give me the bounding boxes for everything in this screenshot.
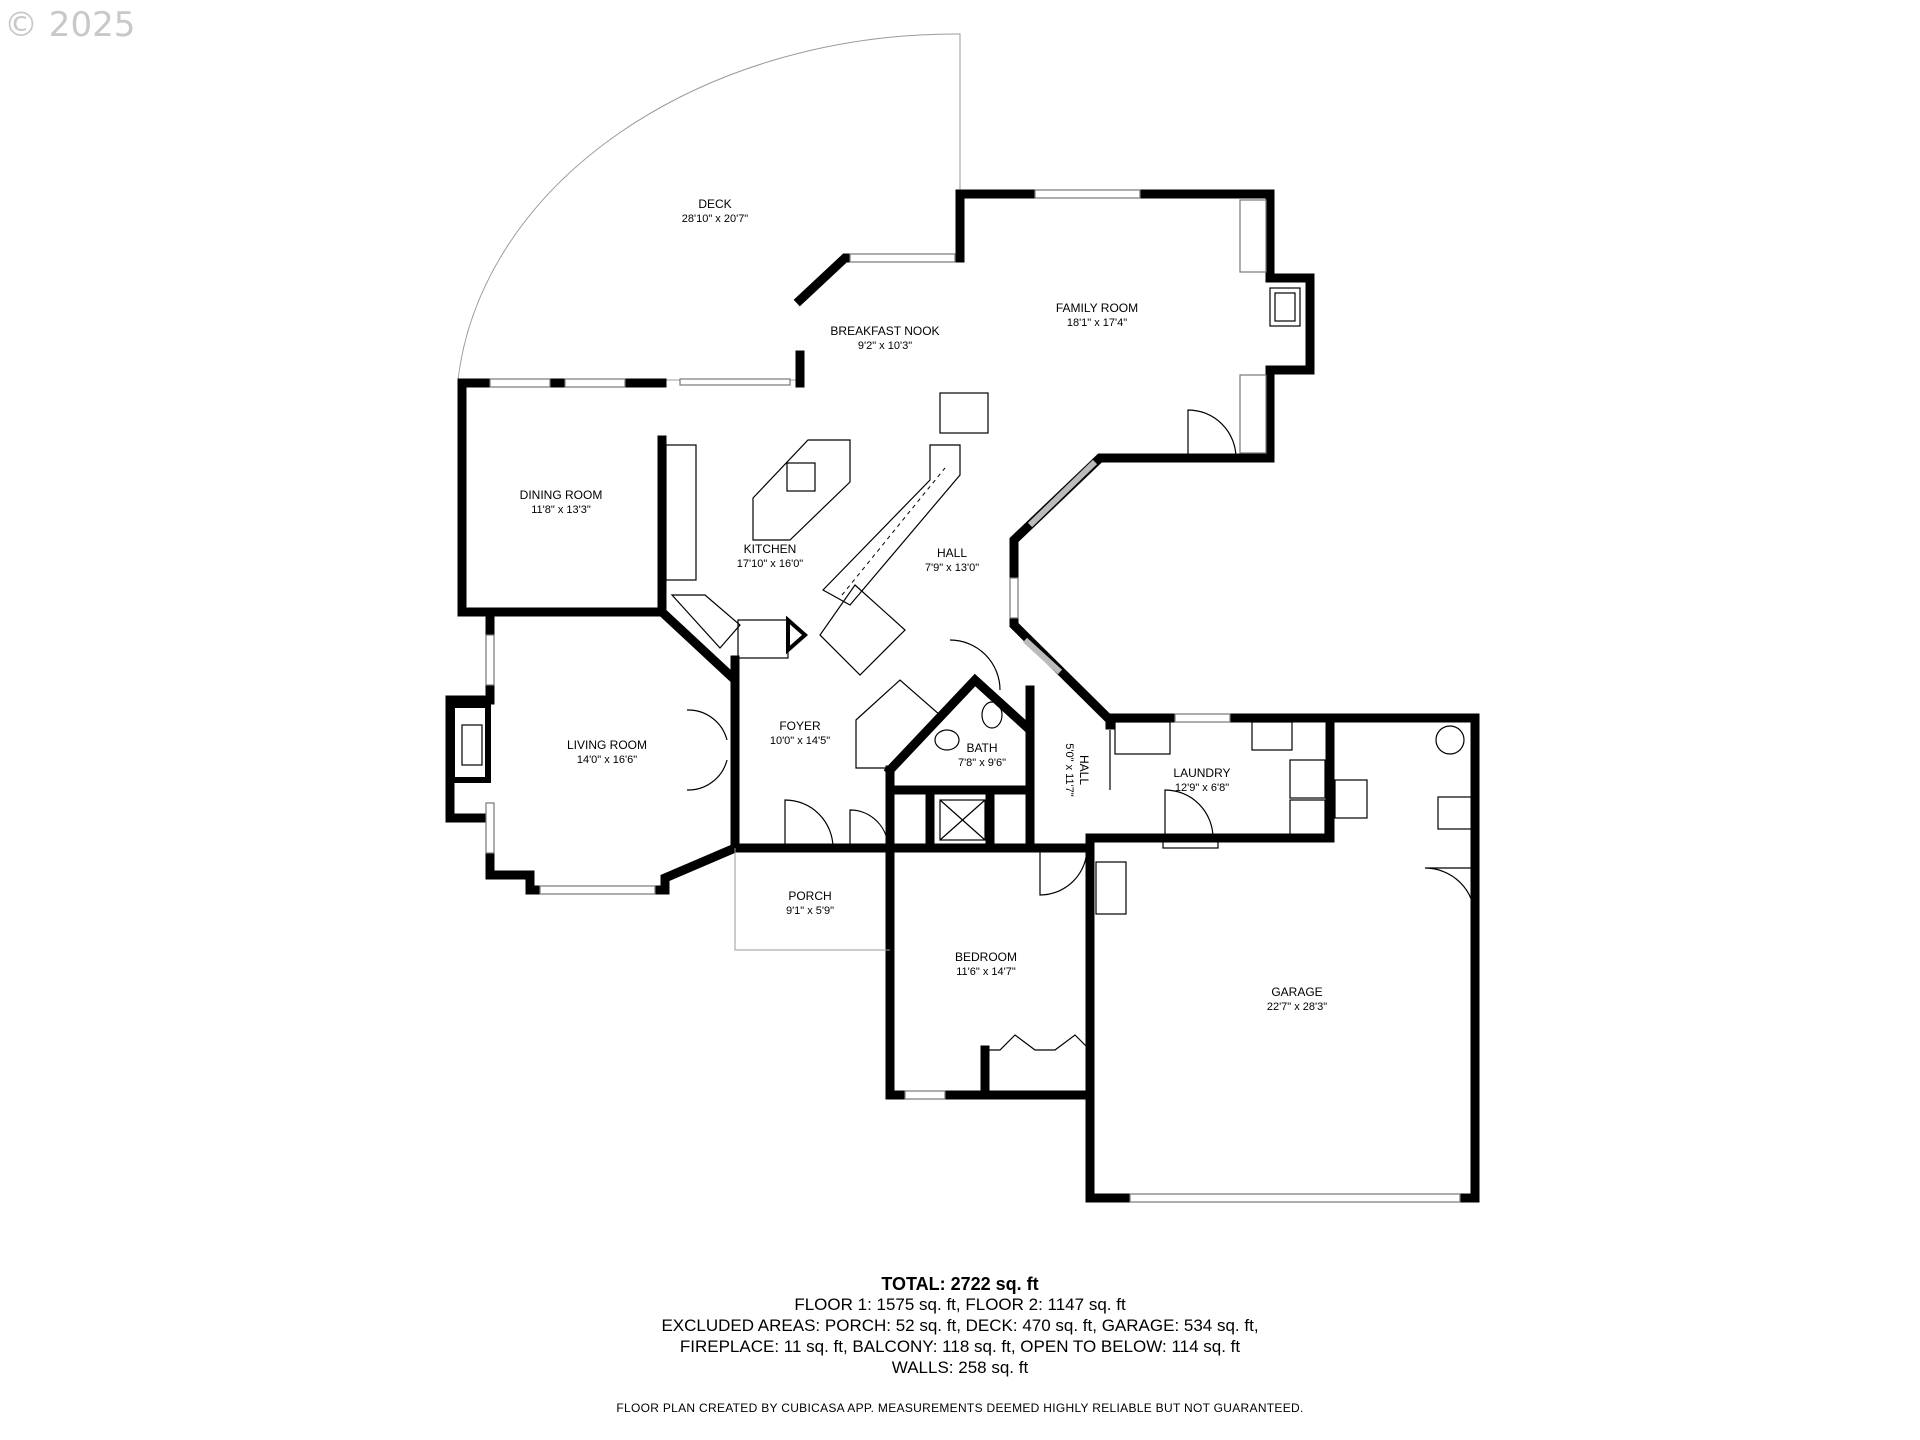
room-dimensions: 9'1" x 5'9" [786, 905, 834, 917]
room-dimensions: 7'8" x 9'6" [958, 757, 1006, 769]
room-dimensions: 9'2" x 10'3" [858, 340, 912, 352]
room-dimensions: 28'10" x 20'7" [682, 213, 749, 225]
room-label-living-room: LIVING ROOM 14'0" x 16'6" [567, 738, 647, 766]
room-dimensions: 22'7" x 28'3" [1267, 1001, 1327, 1013]
room-dimensions: 17'10" x 16'0" [737, 558, 804, 570]
room-name: HALL [1077, 755, 1091, 785]
room-dimensions: 18'1" x 17'4" [1067, 317, 1127, 329]
walls-area: WALLS: 258 sq. ft [891, 1358, 1029, 1377]
room-label-bedroom: BEDROOM 11'6" x 14'7" [955, 950, 1017, 978]
room-label-garage: GARAGE 22'7" x 28'3" [1267, 985, 1327, 1013]
room-name: FAMILY ROOM [1056, 301, 1138, 315]
room-dimensions: 11'8" x 13'3" [531, 504, 591, 516]
room-dimensions: 5'0" x 11'7" [1063, 743, 1075, 796]
room-label-dining-room: DINING ROOM 11'8" x 13'3" [520, 488, 603, 516]
total-area: TOTAL: 2722 sq. ft [881, 1274, 1039, 1294]
room-label-hall-2: HALL 5'0" x 11'7" [1063, 743, 1091, 796]
room-label-breakfast-nook: BREAKFAST NOOK 9'2" x 10'3" [830, 324, 939, 352]
room-name: LIVING ROOM [567, 738, 647, 752]
room-name: PORCH [788, 889, 831, 903]
room-name: HALL [937, 546, 967, 560]
room-name: GARAGE [1271, 985, 1322, 999]
room-name: KITCHEN [744, 542, 797, 556]
room-name: BEDROOM [955, 950, 1017, 964]
floor-areas: FLOOR 1: 1575 sq. ft, FLOOR 2: 1147 sq. … [794, 1295, 1126, 1314]
room-label-bath: BATH 7'8" x 9'6" [958, 741, 1006, 769]
room-label-laundry: LAUNDRY 12'9" x 6'8" [1173, 766, 1230, 794]
room-label-foyer: FOYER 10'0" x 14'5" [770, 719, 830, 747]
room-label-family-room: FAMILY ROOM 18'1" x 17'4" [1056, 301, 1138, 329]
room-name: BATH [966, 741, 997, 755]
copyright-watermark: © 2025 [4, 5, 135, 45]
room-dimensions: 12'9" x 6'8" [1175, 782, 1229, 794]
excluded-areas-continued: FIREPLACE: 11 sq. ft, BALCONY: 118 sq. f… [679, 1337, 1241, 1356]
excluded-areas: EXCLUDED AREAS: PORCH: 52 sq. ft, DECK: … [661, 1316, 1259, 1335]
room-label-deck: DECK 28'10" x 20'7" [682, 197, 749, 225]
room-name: LAUNDRY [1173, 766, 1230, 780]
room-dimensions: 11'6" x 14'7" [956, 966, 1016, 978]
room-name: DINING ROOM [520, 488, 603, 502]
room-dimensions: 14'0" x 16'6" [577, 754, 637, 766]
room-name: DECK [698, 197, 731, 211]
room-labels: DECK 28'10" x 20'7" FAMILY ROOM 18'1" x … [520, 197, 1328, 1013]
room-name: BREAKFAST NOOK [830, 324, 939, 338]
room-label-porch: PORCH 9'1" x 5'9" [786, 889, 834, 917]
interior-details [449, 189, 1476, 1203]
room-label-hall: HALL 7'9" x 13'0" [925, 546, 979, 574]
room-dimensions: 10'0" x 14'5" [770, 735, 830, 747]
disclaimer: FLOOR PLAN CREATED BY CUBICASA APP. MEAS… [616, 1401, 1304, 1415]
room-name: FOYER [779, 719, 821, 733]
room-label-kitchen: KITCHEN 17'10" x 16'0" [737, 542, 804, 570]
walls [445, 189, 1480, 1203]
room-dimensions: 7'9" x 13'0" [925, 562, 979, 574]
